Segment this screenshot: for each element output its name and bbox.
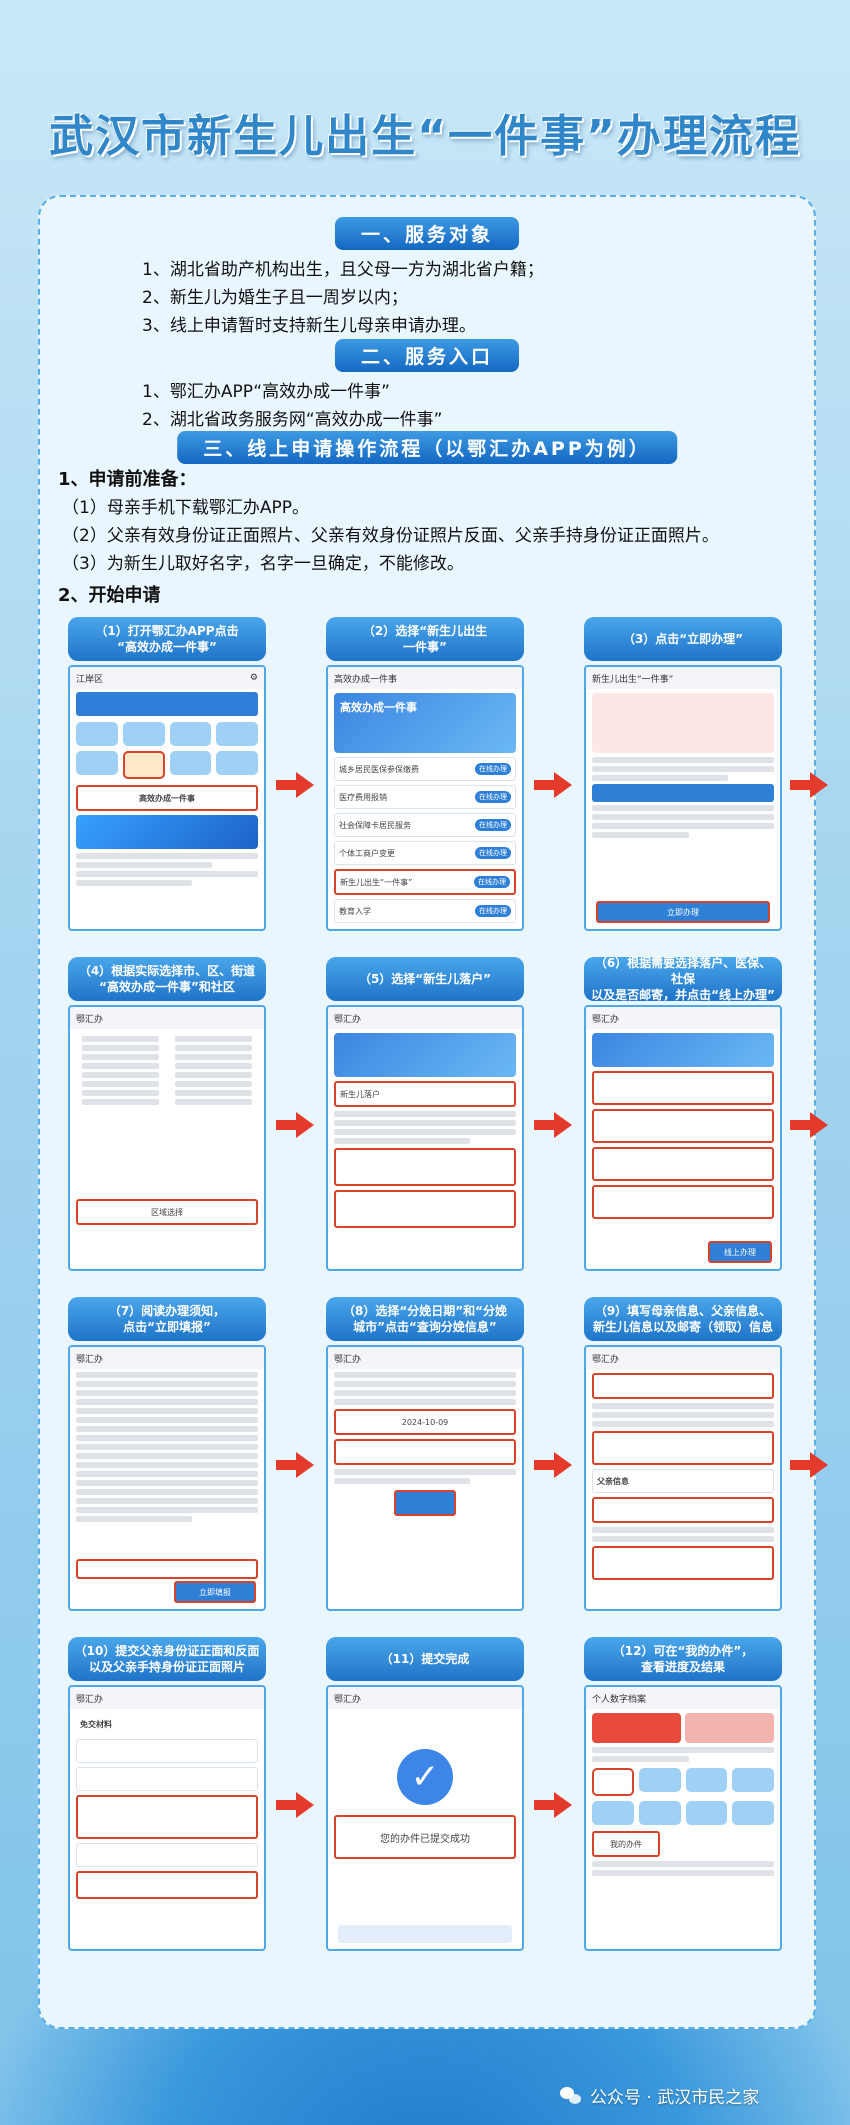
step-highlight: 新生儿落户 <box>334 1081 516 1107</box>
page-title: 武汉市新生儿出生“一件事”办理流程 <box>49 111 801 162</box>
step-screenshot: 鄂汇办 区域选择 <box>68 1005 266 1271</box>
service-entry-item-1: 1、鄂汇办APP“高效办成一件事” <box>142 382 390 402</box>
footer-text: 公众号 · 武汉市民之家 <box>590 2088 760 2108</box>
screen-title: 高效办成一件事 <box>334 674 398 685</box>
screen-title: 鄂汇办 <box>592 1354 620 1365</box>
step-screenshot: 鄂汇办 父亲信息 <box>584 1345 782 1611</box>
service-entry-item-2: 2、湖北省政务服务网“高效办成一件事” <box>142 410 443 430</box>
step-caption: （5）选择“新生儿落户” <box>326 957 524 1001</box>
step-highlight: 立即办理 <box>596 901 770 923</box>
screen-title: 江岸区 <box>76 674 104 685</box>
step-highlight: 高效办成一件事 <box>76 785 258 811</box>
step-caption: （4）根据实际选择市、区、街道“高效办成一件事”和社区 <box>68 957 266 1001</box>
step-caption: （1）打开鄂汇办APP点击“高效办成一件事” <box>68 617 266 661</box>
step-highlight: 线上办理 <box>708 1241 772 1263</box>
screen-title: 鄂汇办 <box>76 1014 104 1025</box>
step-screenshot: 鄂汇办 线上办理 <box>584 1005 782 1271</box>
wechat-icon <box>560 2086 582 2105</box>
step-caption: （3）点击“立即办理” <box>584 617 782 661</box>
step-highlight: 立即填报 <box>174 1581 256 1603</box>
step-highlight: 免交材料 <box>80 1719 112 1729</box>
screen-title: 新生儿出生“一件事” <box>592 674 674 685</box>
section-heading-service-entry: 二、服务入口 <box>334 339 520 372</box>
step-caption: （10）提交父亲身份证正面和反面以及父亲手持身份证正面照片 <box>68 1637 266 1681</box>
step-screenshot: 鄂汇办 免交材料 <box>68 1685 266 1951</box>
step-caption: （9）填写母亲信息、父亲信息、新生儿信息以及邮寄（领取）信息 <box>584 1297 782 1341</box>
step-caption: （6）根据需要选择落户、医保、社保以及是否邮寄，并点击“线上办理” <box>584 956 782 1002</box>
prep-heading: 1、申请前准备： <box>58 469 197 490</box>
step-highlight: 我的办件 <box>592 1831 660 1857</box>
content-panel: 一、服务对象 1、湖北省助产机构出生，且父母一方为湖北省户籍； 2、新生儿为婚生… <box>38 195 828 2029</box>
step-screenshot: 个人数字档案 我的办件 <box>584 1685 782 1951</box>
screen-title: 个人数字档案 <box>592 1694 647 1705</box>
service-target-item-2: 2、新生儿为婚生子且一周岁以内； <box>142 288 408 308</box>
step-caption: （8）选择“分娩日期”和“分娩城市”点击“查询分娩信息” <box>326 1297 524 1341</box>
step-screenshot: 高效办成一件事 高效办成一件事 城乡居民医保参保缴费在线办理 医疗费用报销在线办… <box>326 665 524 931</box>
step-highlight: 2024-10-09 <box>334 1409 516 1435</box>
prep-item-1: （1）母亲手机下载鄂汇办APP。 <box>62 498 309 518</box>
screen-title: 鄂汇办 <box>76 1694 104 1705</box>
step-screenshot: 江岸区⚙ 高效办成一件事 <box>68 665 266 931</box>
service-target-item-1: 1、湖北省助产机构出生，且父母一方为湖北省户籍； <box>142 260 544 280</box>
success-check-icon: ✓ <box>397 1749 453 1805</box>
step-caption: （12）可在“我的办件”，查看进度及结果 <box>584 1637 782 1681</box>
screen-title: 鄂汇办 <box>76 1354 104 1365</box>
prep-item-3: （3）为新生儿取好名字，名字一旦确定，不能修改。 <box>62 554 464 574</box>
step-screenshot: 鄂汇办 2024-10-09 <box>326 1345 524 1611</box>
footer-account: 公众号 · 武汉市民之家 <box>560 2083 759 2108</box>
step-caption: （2）选择“新生儿出生一件事” <box>326 617 524 661</box>
step-highlight: 您的办件已提交成功 <box>334 1815 516 1859</box>
step-highlight: 区域选择 <box>76 1199 258 1225</box>
prep-item-2: （2）父亲有效身份证正面照片、父亲有效身份证照片反面、父亲手持身份证正面照片。 <box>62 526 719 546</box>
step-highlight: 新生儿出生“一件事” <box>340 877 413 887</box>
screen-title: 鄂汇办 <box>334 1354 362 1365</box>
screen-title: 鄂汇办 <box>334 1014 362 1025</box>
screen-title: 鄂汇办 <box>334 1694 362 1705</box>
step-caption: （11）提交完成 <box>326 1637 524 1681</box>
step-caption: （7）阅读办理须知，点击“立即填报” <box>68 1297 266 1341</box>
service-target-item-3: 3、线上申请暂时支持新生儿母亲申请办理。 <box>142 316 476 336</box>
step-highlight: 父亲信息 <box>592 1469 774 1493</box>
section-heading-online-flow: 三、线上申请操作流程（以鄂汇办APP为例） <box>177 431 677 464</box>
step-screenshot: 鄂汇办 立即填报 <box>68 1345 266 1611</box>
step-screenshot: 新生儿出生“一件事” 立即办理 <box>584 665 782 931</box>
screen-title: 鄂汇办 <box>592 1014 620 1025</box>
step-screenshot: 鄂汇办 新生儿落户 <box>326 1005 524 1271</box>
section-heading-service-target: 一、服务对象 <box>334 217 520 250</box>
start-heading: 2、开始申请 <box>58 585 161 606</box>
step-screenshot: 鄂汇办 ✓ 您的办件已提交成功 <box>326 1685 524 1951</box>
